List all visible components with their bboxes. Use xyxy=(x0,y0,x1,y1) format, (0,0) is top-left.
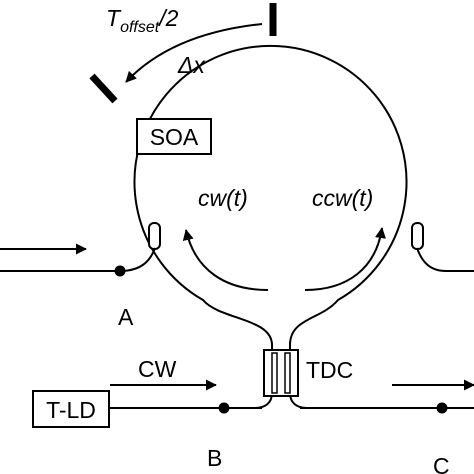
right-tap-fiber xyxy=(416,247,474,272)
cw-label: CW xyxy=(138,356,177,382)
right-coupler xyxy=(411,222,424,250)
soa-label: SOA xyxy=(150,124,199,150)
tld-box xyxy=(32,390,110,428)
tdc-left-channel xyxy=(271,352,278,394)
delta-x-label: Δx xyxy=(177,52,206,78)
offset-bar-left xyxy=(89,73,118,104)
node-b-dot xyxy=(218,402,230,414)
node-a-label: A xyxy=(118,304,134,330)
node-c-dot xyxy=(436,402,448,414)
node-a-dot xyxy=(114,265,126,277)
cw-circulation-arrow xyxy=(182,229,269,291)
left-tap-fiber xyxy=(0,247,156,272)
ccw-t-label: ccw(t) xyxy=(312,185,373,211)
fiber-loop xyxy=(133,44,408,346)
offset-arrow xyxy=(125,23,263,83)
tdc-box xyxy=(263,349,299,397)
offset-label: Toffset/2 xyxy=(106,5,179,36)
left-coupler xyxy=(148,222,161,250)
cw-t-label: cw(t) xyxy=(198,185,248,211)
soa-box xyxy=(136,118,212,155)
tld-label: T-LD xyxy=(46,397,96,423)
tdc-label: TDC xyxy=(306,357,353,383)
tdc-right-channel xyxy=(284,352,291,394)
node-c-label: C xyxy=(433,453,450,474)
node-b-label: B xyxy=(207,445,222,471)
ccw-circulation-arrow xyxy=(304,227,386,291)
